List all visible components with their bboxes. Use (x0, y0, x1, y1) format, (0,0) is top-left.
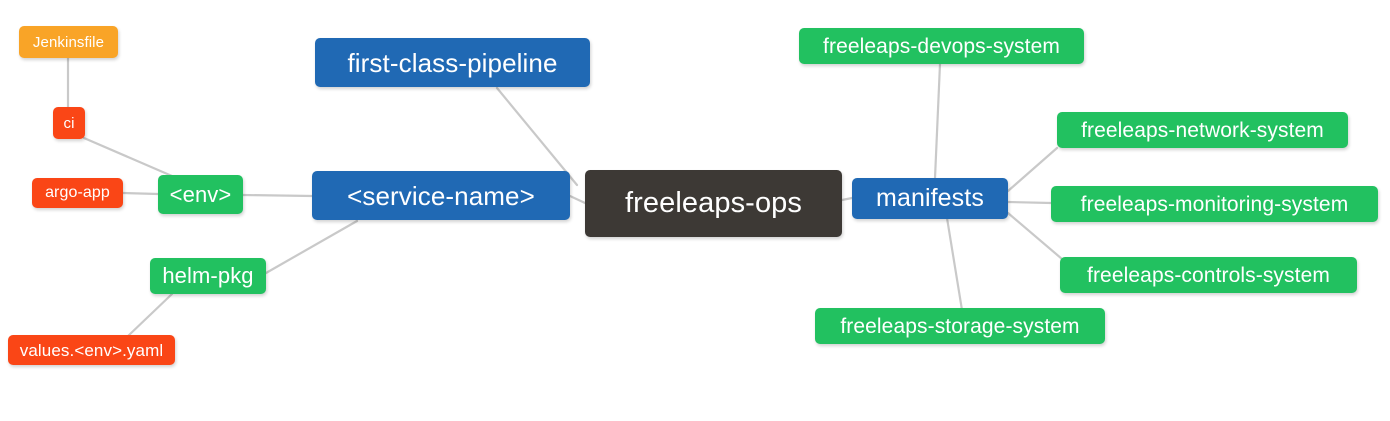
node-helm-pkg[interactable]: helm-pkg (150, 258, 266, 294)
node-label: ci (63, 114, 75, 132)
node-label: freeleaps-controls-system (1087, 263, 1330, 287)
node-jenkinsfile[interactable]: Jenkinsfile (19, 26, 118, 58)
edge-manifests-monitoring-system (1006, 200, 1053, 205)
node-label: <env> (169, 181, 232, 207)
node-label: manifests (876, 184, 984, 212)
node-label: values.<env>.yaml (19, 340, 164, 360)
node-label: Jenkinsfile (32, 33, 105, 51)
node-label: freeleaps-monitoring-system (1080, 192, 1349, 216)
node-label: freeleaps-storage-system (840, 314, 1080, 338)
node-freeleaps-network-system[interactable]: freeleaps-network-system (1057, 112, 1348, 148)
node-service-name[interactable]: <service-name> (312, 171, 570, 220)
node-label: <service-name> (347, 180, 535, 211)
edge-env-argo-app (121, 191, 160, 196)
node-label: freeleaps-ops (624, 187, 802, 219)
node-label: first-class-pipeline (347, 47, 558, 78)
node-label: helm-pkg (162, 263, 254, 288)
node-freeleaps-ops[interactable]: freeleaps-ops (585, 170, 842, 237)
node-env[interactable]: <env> (158, 175, 243, 214)
edge-root-manifests (840, 196, 854, 202)
node-first-class-pipeline[interactable]: first-class-pipeline (315, 38, 590, 87)
edge-manifests-storage-system (945, 216, 964, 312)
node-manifests[interactable]: manifests (852, 178, 1008, 219)
node-freeleaps-controls-system[interactable]: freeleaps-controls-system (1060, 257, 1357, 293)
node-ci[interactable]: ci (53, 107, 85, 139)
edge-service-name-helm-pkg (264, 219, 359, 275)
node-values-env-yaml[interactable]: values.<env>.yaml (8, 335, 175, 365)
edge-env-ci (82, 136, 174, 178)
node-label: argo-app (45, 184, 110, 201)
node-label: freeleaps-devops-system (823, 34, 1060, 58)
node-argo-app[interactable]: argo-app (32, 178, 123, 208)
node-freeleaps-storage-system[interactable]: freeleaps-storage-system (815, 308, 1105, 344)
edge-service-name-env (241, 193, 314, 198)
edge-manifests-devops-system (933, 62, 942, 180)
node-freeleaps-devops-system[interactable]: freeleaps-devops-system (799, 28, 1084, 64)
edge-helm-pkg-values-yaml (126, 292, 174, 338)
edge-manifests-network-system (1006, 146, 1059, 193)
node-label: freeleaps-network-system (1081, 118, 1324, 142)
node-freeleaps-monitoring-system[interactable]: freeleaps-monitoring-system (1051, 186, 1378, 222)
edge-root-service-name (568, 194, 587, 205)
